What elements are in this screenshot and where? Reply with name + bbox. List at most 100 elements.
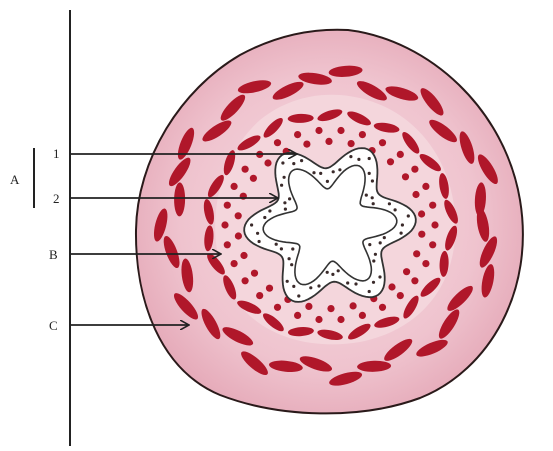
- connective-cell: [397, 151, 404, 158]
- connective-cell: [221, 221, 228, 228]
- connective-cell: [397, 292, 404, 299]
- nucleus-dot: [319, 172, 322, 175]
- connective-cell: [315, 316, 322, 323]
- connective-cell: [251, 270, 258, 277]
- nucleus-dot: [250, 223, 253, 226]
- nucleus-dot: [378, 275, 381, 278]
- label-a: A: [10, 172, 20, 187]
- connective-cell: [429, 241, 436, 248]
- connective-cell: [418, 210, 425, 217]
- nucleus-dot: [368, 172, 371, 175]
- nucleus-dot: [284, 208, 287, 211]
- nucleus-dot: [275, 243, 278, 246]
- connective-cell: [422, 260, 429, 267]
- label-c: C: [49, 318, 58, 333]
- connective-cell: [294, 131, 301, 138]
- nucleus-dot: [338, 168, 341, 171]
- nucleus-dot: [263, 216, 266, 219]
- connective-cell: [235, 232, 242, 239]
- connective-cell: [379, 139, 386, 146]
- nucleus-dot: [256, 232, 259, 235]
- nucleus-dot: [372, 259, 375, 262]
- nucleus-dot: [317, 284, 320, 287]
- nucleus-dot: [300, 159, 303, 162]
- connective-cell: [231, 183, 238, 190]
- nucleus-dot: [292, 162, 295, 165]
- nucleus-dot: [297, 294, 300, 297]
- connective-cell: [412, 191, 419, 198]
- nucleus-dot: [309, 286, 312, 289]
- nucleus-dot: [312, 171, 315, 174]
- nucleus-dot: [407, 214, 410, 217]
- nucleus-dot: [401, 223, 404, 226]
- connective-cell: [388, 283, 395, 290]
- connective-cell: [387, 158, 394, 165]
- connective-cell: [235, 212, 242, 219]
- nucleus-dot: [291, 247, 294, 250]
- connective-cell: [431, 221, 438, 228]
- connective-cell: [250, 175, 257, 182]
- nucleus-dot: [374, 253, 377, 256]
- label-1: 1: [53, 146, 60, 161]
- nucleus-dot: [346, 281, 349, 284]
- nucleus-dot: [371, 196, 374, 199]
- connective-cell: [242, 166, 249, 173]
- nucleus-dot: [400, 232, 403, 235]
- connective-cell: [418, 231, 425, 238]
- nucleus-dot: [372, 202, 375, 205]
- connective-cell: [266, 285, 273, 292]
- nucleus-dot: [371, 179, 374, 182]
- connective-cell: [274, 304, 281, 311]
- connective-cell: [224, 241, 231, 248]
- nucleus-dot: [354, 282, 357, 285]
- connective-cell: [231, 260, 238, 267]
- nucleus-dot: [331, 273, 334, 276]
- nucleus-dot: [368, 157, 371, 160]
- connective-cell: [242, 277, 249, 284]
- connective-cell: [422, 183, 429, 190]
- nucleus-dot: [365, 194, 368, 197]
- connective-cell: [294, 312, 301, 319]
- nucleus-dot: [292, 285, 295, 288]
- connective-cell: [403, 268, 410, 275]
- nucleus-dot: [283, 201, 286, 204]
- nucleus-dot: [326, 271, 329, 274]
- connective-cell: [350, 302, 357, 309]
- nucleus-dot: [394, 208, 397, 211]
- connective-cell: [337, 316, 344, 323]
- connective-cell: [224, 202, 231, 209]
- connective-cell: [348, 140, 355, 147]
- nucleus-dot: [286, 280, 289, 283]
- nucleus-dot: [357, 158, 360, 161]
- nucleus-dot: [368, 243, 371, 246]
- connective-cell: [303, 141, 310, 148]
- nucleus-dot: [337, 269, 340, 272]
- connective-cell: [327, 305, 334, 312]
- nucleus-dot: [326, 180, 329, 183]
- nucleus-dot: [281, 161, 284, 164]
- nucleus-dot: [388, 202, 391, 205]
- connective-cell: [264, 159, 271, 166]
- connective-cell: [305, 303, 312, 310]
- connective-cell: [359, 131, 366, 138]
- connective-cell: [402, 173, 409, 180]
- nucleus-dot: [258, 240, 261, 243]
- nucleus-dot: [383, 236, 386, 239]
- nucleus-dot: [290, 263, 293, 266]
- connective-cell: [315, 127, 322, 134]
- label-2: 2: [53, 191, 60, 206]
- nucleus-dot: [288, 257, 291, 260]
- nucleus-dot: [368, 290, 371, 293]
- connective-cell: [240, 252, 247, 259]
- connective-cell: [274, 139, 281, 146]
- connective-cell: [379, 304, 386, 311]
- connective-cell: [337, 127, 344, 134]
- nucleus-dot: [283, 176, 286, 179]
- connective-cell: [325, 138, 332, 145]
- nucleus-dot: [379, 241, 382, 244]
- connective-cell: [429, 202, 436, 209]
- nucleus-dot: [372, 281, 375, 284]
- connective-cell: [413, 250, 420, 257]
- nucleus-dot: [268, 209, 271, 212]
